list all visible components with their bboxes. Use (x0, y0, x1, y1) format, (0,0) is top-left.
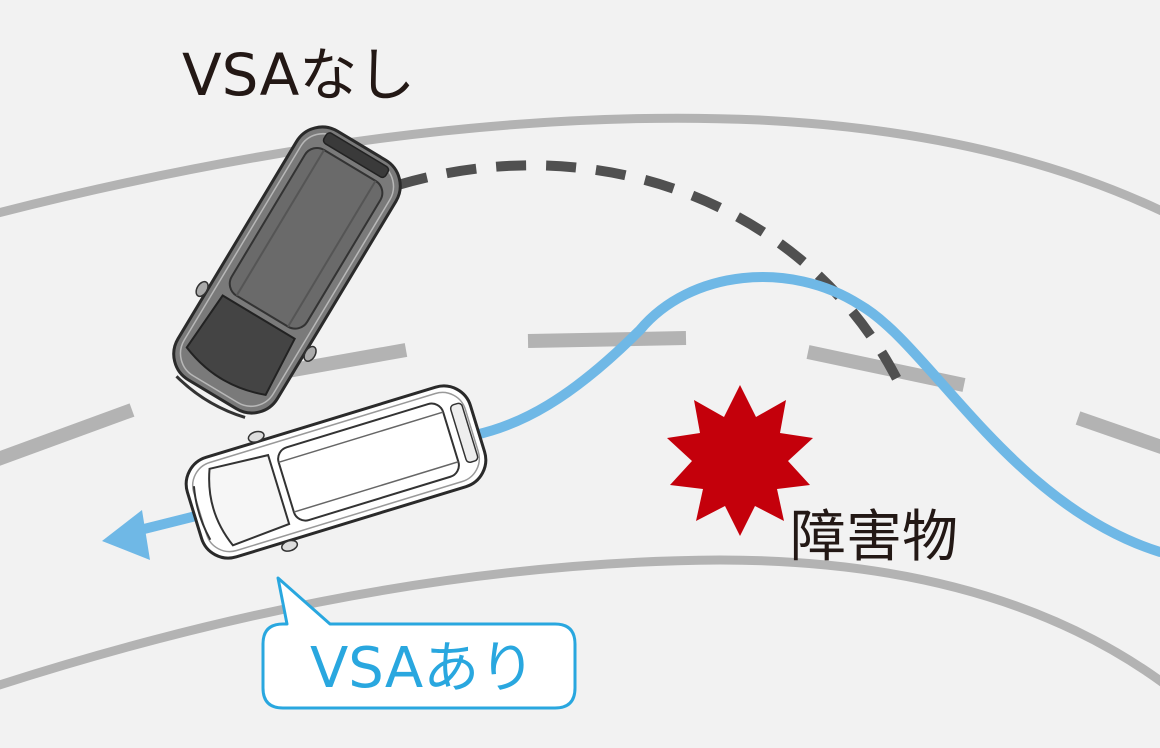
callout-bubble (261, 576, 577, 710)
label-without-vsa: VSAなし (182, 41, 415, 109)
direction-arrowhead (102, 510, 150, 560)
label-with-vsa: VSAあり (310, 636, 535, 701)
car-with-vsa (184, 384, 488, 560)
path-with-vsa (470, 272, 1160, 557)
road-inner-edge (0, 555, 1160, 690)
label-obstacle: 障害物 (790, 505, 958, 570)
obstacle-icon (667, 385, 813, 536)
car-without-vsa (172, 125, 402, 419)
path-without-vsa (396, 160, 905, 388)
path-with-vsa-tail (138, 510, 202, 535)
road-outer-edge (0, 113, 1160, 218)
